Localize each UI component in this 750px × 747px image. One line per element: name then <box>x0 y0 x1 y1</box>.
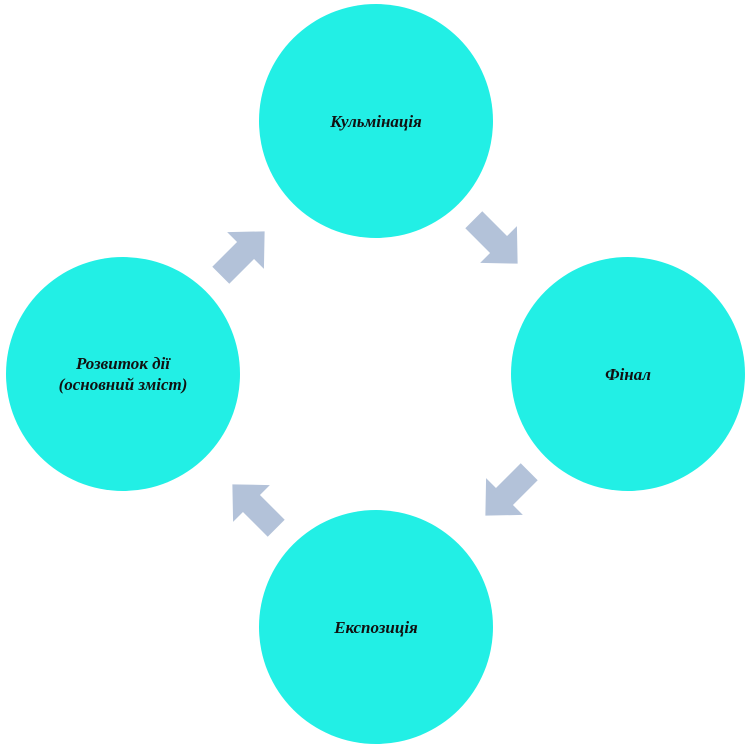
node-finale-label: Фінал <box>605 364 651 384</box>
node-exposition-label: Експозиція <box>334 617 418 637</box>
node-exposition: Експозиція <box>259 510 493 744</box>
arrow-up-right-icon <box>207 219 277 289</box>
arrow-up-left-icon <box>220 472 290 542</box>
node-climax-label: Кульмінація <box>330 111 422 131</box>
node-development: Розвиток дії (основний зміст) <box>6 257 240 491</box>
arrow-down-right-icon <box>460 206 530 276</box>
node-climax: Кульмінація <box>259 4 493 238</box>
node-development-label: Розвиток дії (основний зміст) <box>58 354 188 394</box>
node-finale: Фінал <box>511 257 745 491</box>
arrow-down-left-icon <box>473 458 543 528</box>
